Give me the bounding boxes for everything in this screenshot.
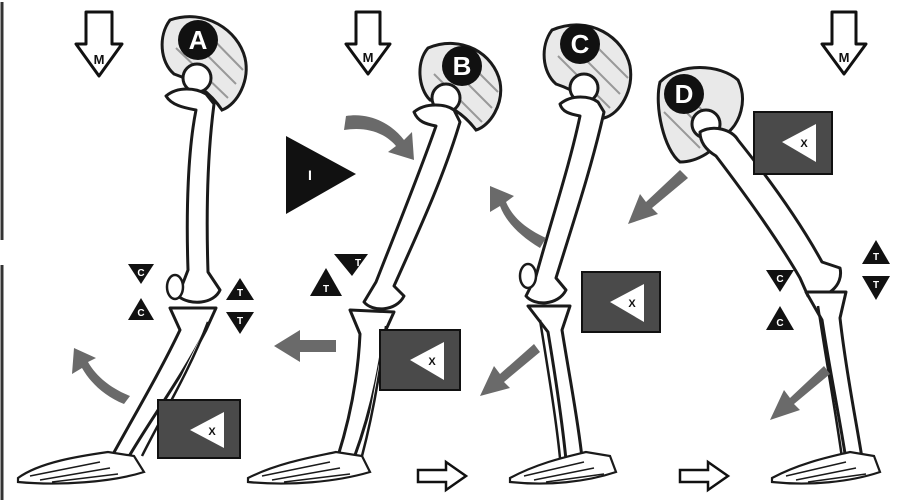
resistance-box-c: X <box>582 272 660 332</box>
svg-text:X: X <box>800 138 808 150</box>
svg-text:M: M <box>839 50 850 65</box>
tension-markers-b: T T <box>310 254 368 296</box>
forward-arrow-b <box>418 462 466 490</box>
femur-a <box>166 89 220 302</box>
svg-text:T: T <box>873 280 879 291</box>
resistance-box-d: X <box>754 112 832 174</box>
input-triangle-b: I <box>286 136 356 214</box>
tension-markers-a: T T <box>226 278 254 334</box>
translation-arrow-d-upper <box>628 170 688 224</box>
frame-gap <box>0 240 8 265</box>
translation-arrow-ab <box>274 330 336 362</box>
moment-arrow-a: M <box>76 12 122 76</box>
tension-markers-d: T T <box>862 240 890 300</box>
svg-text:X: X <box>628 298 636 310</box>
compression-markers-d: C C <box>766 270 794 330</box>
svg-text:T: T <box>323 284 329 295</box>
rotation-arrow-a <box>72 348 130 404</box>
svg-text:C: C <box>776 318 783 329</box>
svg-text:C: C <box>776 274 783 285</box>
svg-text:T: T <box>355 258 361 269</box>
resistance-box-b: X <box>380 330 460 390</box>
rotation-arrow-b <box>344 115 414 160</box>
tibia-c <box>528 306 582 460</box>
panel-b: M B I T T X <box>248 12 501 490</box>
compression-markers-a: C C <box>128 264 154 320</box>
svg-text:T: T <box>873 252 879 263</box>
svg-text:T: T <box>237 316 243 327</box>
svg-text:X: X <box>208 426 216 438</box>
svg-text:C: C <box>137 268 144 279</box>
svg-text:M: M <box>363 50 374 65</box>
panel-d: M D X C C <box>628 12 890 484</box>
svg-text:X: X <box>428 356 436 368</box>
panel-label-a: A <box>189 25 208 55</box>
rotation-arrow-c <box>490 186 546 248</box>
translation-arrow-c <box>480 344 540 396</box>
svg-text:T: T <box>237 288 243 299</box>
panel-a: M A C C T T <box>18 12 336 484</box>
foot-c <box>510 452 616 484</box>
panel-label-b: B <box>453 51 472 81</box>
forward-arrow-c <box>680 462 728 490</box>
patella-a <box>167 275 183 299</box>
panel-label-c: C <box>571 29 590 59</box>
moment-label-a: M <box>94 52 105 67</box>
panel-label-d: D <box>675 79 694 109</box>
moment-arrow-b: M <box>346 12 390 74</box>
resistance-box-a: X <box>158 400 240 458</box>
svg-text:C: C <box>137 308 144 319</box>
patella-c <box>520 264 536 288</box>
moment-arrow-d: M <box>822 12 866 74</box>
translation-arrow-d-lower <box>770 366 830 420</box>
svg-text:I: I <box>308 167 312 183</box>
